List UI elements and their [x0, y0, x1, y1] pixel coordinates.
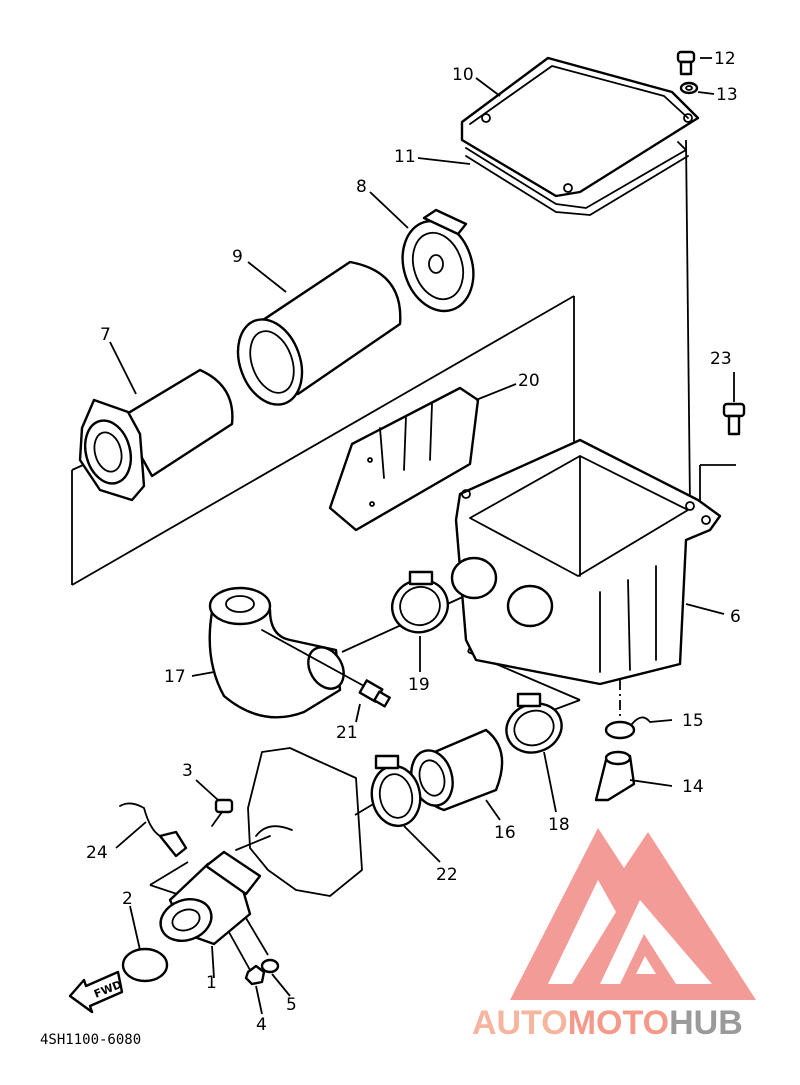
- drain-boot[interactable]: [594, 750, 636, 802]
- forward-arrow: FWD: [68, 970, 124, 1014]
- air-box-case[interactable]: [450, 438, 722, 686]
- hose-clamp-19[interactable]: [385, 570, 455, 640]
- callout-numbers: 1 2 3 4 5 6 7 8 9 10 11 12 13 14 15 16 1…: [86, 49, 741, 1035]
- cover-washer[interactable]: [679, 81, 699, 95]
- callout-23: 23: [710, 349, 732, 369]
- callout-10: 10: [452, 65, 474, 85]
- callout-19: 19: [408, 675, 430, 695]
- drain-plug[interactable]: [604, 716, 651, 740]
- watermark-moto: MOTO: [568, 1004, 669, 1042]
- filter-end-plate[interactable]: [391, 208, 484, 320]
- air-filter-element[interactable]: [227, 260, 402, 414]
- hose-clamp-22[interactable]: [367, 754, 425, 830]
- callout-18: 18: [548, 815, 570, 835]
- wire-band[interactable]: [119, 802, 188, 858]
- o-ring[interactable]: [121, 947, 169, 983]
- callout-15: 15: [682, 711, 704, 731]
- caution-label[interactable]: [328, 386, 480, 532]
- callout-5: 5: [286, 995, 297, 1015]
- callout-16: 16: [494, 823, 516, 843]
- callout-20: 20: [518, 371, 540, 391]
- callout-2: 2: [122, 889, 133, 909]
- callout-4: 4: [256, 1015, 267, 1035]
- spring-washer[interactable]: [260, 958, 280, 974]
- callout-14: 14: [682, 777, 704, 797]
- callout-7: 7: [100, 325, 111, 345]
- hose-clamp-18[interactable]: [499, 692, 568, 760]
- intake-manifold[interactable]: [155, 850, 262, 948]
- watermark-hub: HUB: [669, 1004, 743, 1042]
- callout-leaders: [109, 57, 735, 1015]
- callout-1: 1: [206, 973, 217, 993]
- watermark-logo: [510, 828, 756, 1000]
- carburetor-phantom: [235, 747, 363, 897]
- callout-3: 3: [182, 761, 193, 781]
- cover-bolt[interactable]: [676, 50, 696, 76]
- screw[interactable]: [211, 798, 234, 827]
- breather-fitting[interactable]: [261, 629, 391, 708]
- carburetor-joint[interactable]: [405, 728, 504, 812]
- diagram-code: 4SH1100-6080: [40, 1032, 141, 1048]
- callout-22: 22: [436, 865, 458, 885]
- case-bolt[interactable]: [722, 402, 746, 436]
- callout-13: 13: [716, 85, 738, 105]
- air-box-cover[interactable]: [460, 56, 700, 198]
- callout-21: 21: [336, 723, 358, 743]
- cover-seal[interactable]: [465, 141, 689, 216]
- nut[interactable]: [244, 964, 266, 986]
- callout-12: 12: [714, 49, 736, 69]
- svg-text:AUTOMOTOHUB: AUTOMOTOHUB: [472, 1004, 743, 1042]
- callout-11: 11: [394, 147, 416, 167]
- callout-6: 6: [730, 607, 741, 627]
- intake-duct-elbow[interactable]: [208, 586, 351, 719]
- filter-joint[interactable]: [78, 368, 234, 502]
- callout-8: 8: [356, 177, 367, 197]
- watermark-auto: AUTO: [472, 1004, 568, 1042]
- callout-9: 9: [232, 247, 243, 267]
- callout-17: 17: [164, 667, 186, 687]
- callout-24: 24: [86, 843, 108, 863]
- watermark-text: AUTOMOTOHUB: [472, 1004, 743, 1042]
